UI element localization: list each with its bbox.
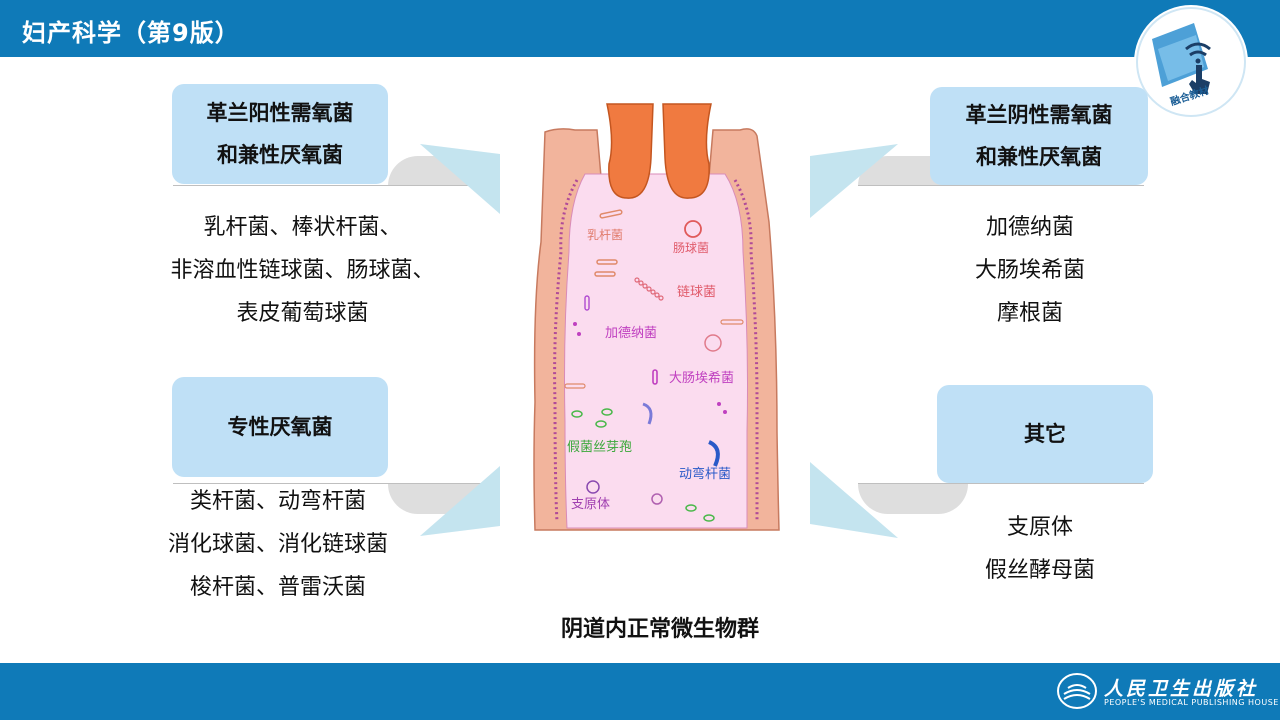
group-item: 梭杆菌、普雷沃菌 (189, 575, 366, 600)
vaginal-flora-diagram: 乳杆菌 肠球菌 链球菌 加德纳菌 大肠埃希菌 假菌丝芽孢 动弯杆菌 支原体 (533, 103, 780, 531)
group-item: 非溶血性链球菌、肠球菌、 (170, 258, 435, 283)
pointer-wedge-bottom-left (420, 466, 500, 536)
cervix-left (606, 103, 654, 199)
group-divider (173, 483, 499, 484)
group-item: 加德纳菌 (985, 215, 1074, 240)
group-divider (858, 185, 1144, 186)
group-divider (858, 483, 1144, 484)
diagram-label-mobiluncus: 动弯杆菌 (679, 466, 731, 482)
fusion-textbook-badge[interactable]: 融合教材 (1136, 7, 1246, 117)
diagram-label-e-coli: 大肠埃希菌 (669, 371, 734, 386)
pointer-wedge-top-left (420, 144, 500, 214)
group-title-gram-negative: 革兰阴性需氧菌 和兼性厌氧菌 (930, 87, 1148, 185)
group-item: 摩根菌 (996, 301, 1063, 326)
pointer-wedge-top-right (810, 144, 898, 218)
group-title-line: 革兰阴性需氧菌 (965, 103, 1113, 127)
group-title-line: 其它 (1024, 422, 1066, 446)
diagram-label-streptococcus: 链球菌 (677, 285, 716, 300)
diagram-label-gardnerella: 加德纳菌 (605, 326, 657, 341)
touch-wifi-icon: 融合教材 (1152, 23, 1211, 109)
group-item: 类杆菌、动弯杆菌 (189, 489, 366, 514)
badge-label: 融合教材 (1169, 84, 1211, 109)
diagram-label-mycoplasma: 支原体 (571, 497, 610, 512)
diagram-label-enterococcus: 肠球菌 (673, 241, 709, 255)
diagram-label-pseudohyphae: 假菌丝芽孢 (567, 440, 632, 455)
group-title-anaerobic: 专性厌氧菌 (172, 377, 388, 477)
publisher-name: 人民卫生出版社 (1104, 678, 1259, 700)
group-title-gram-positive: 革兰阳性需氧菌 和兼性厌氧菌 (172, 84, 388, 184)
group-item: 表皮葡萄球菌 (236, 301, 369, 326)
group-item: 乳杆菌、棒状杆菌、 (203, 215, 402, 240)
group-title-line: 和兼性厌氧菌 (217, 143, 343, 167)
publisher-name-en: PEOPLE'S MEDICAL PUBLISHING HOUSE (1104, 698, 1279, 707)
group-items-gram-positive: 乳杆菌、棒状杆菌、 非溶血性链球菌、肠球菌、 表皮葡萄球菌 (140, 206, 465, 335)
vaginal-lumen (564, 173, 748, 529)
group-item: 大肠埃希菌 (974, 258, 1085, 283)
pointer-wedge-bottom-right (810, 462, 898, 538)
diagram-label-lactobacillus: 乳杆菌 (587, 228, 623, 242)
publisher-logo-icon (1057, 673, 1097, 709)
header-bar: 妇产科学（第9版） (0, 0, 1280, 57)
group-title-line: 专性厌氧菌 (227, 415, 333, 439)
group-items-gram-negative: 加德纳菌 大肠埃希菌 摩根菌 (930, 206, 1130, 335)
group-items-other: 支原体 假丝酵母菌 (940, 506, 1140, 592)
group-item: 消化球菌、消化链球菌 (167, 532, 388, 557)
group-item: 支原体 (1006, 515, 1073, 540)
group-title-line: 和兼性厌氧菌 (976, 145, 1102, 169)
group-items-anaerobic: 类杆菌、动弯杆菌 消化球菌、消化链球菌 梭杆菌、普雷沃菌 (128, 480, 428, 609)
header-title: 妇产科学（第9版） (22, 19, 240, 47)
cervix-right (662, 103, 712, 199)
group-title-other: 其它 (937, 385, 1153, 483)
group-divider (173, 185, 499, 186)
group-tab-other (858, 484, 968, 514)
diagram-caption: 阴道内正常微生物群 (560, 617, 759, 642)
group-item: 假丝酵母菌 (984, 558, 1095, 583)
group-title-line: 革兰阳性需氧菌 (206, 101, 354, 125)
